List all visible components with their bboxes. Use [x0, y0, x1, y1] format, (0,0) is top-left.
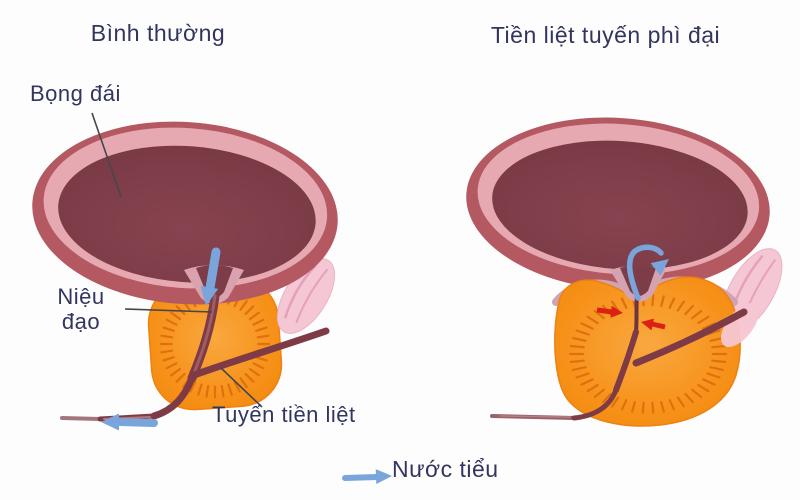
- bladder: [32, 121, 338, 305]
- prostate-gland-enlarged: [554, 276, 741, 427]
- prostate-label: Tuyến tiền liệt: [212, 402, 356, 427]
- urine-flow-out-arrow: [101, 413, 158, 431]
- ejaculatory-duct: [632, 308, 748, 367]
- urine-arrow-icon: [342, 469, 392, 485]
- urethra-pointer-line: [124, 308, 213, 313]
- prostate-ticks: [568, 294, 728, 414]
- seminal-vesicle-front: [720, 303, 760, 347]
- panel-title-normal: Bình thường: [90, 20, 226, 46]
- panel-title-enlarged: Tiền liệt tuyến phì đại: [490, 22, 721, 48]
- panel-normal: [32, 112, 338, 431]
- seminal-vesicle: [276, 258, 336, 334]
- bladder-pointer-line: [91, 112, 122, 198]
- prostate-pointer-line: [220, 367, 263, 408]
- urine-backflow-arrow: [626, 244, 669, 301]
- bladder: [466, 117, 770, 291]
- ejaculatory-duct: [190, 327, 330, 379]
- bladder-label: Bọng đái: [30, 81, 121, 106]
- compression-arrow-left: [596, 305, 623, 318]
- urine-flow-down-arrow: [200, 247, 221, 306]
- bladder-interior: [58, 145, 316, 283]
- compression-arrow-right: [641, 318, 666, 331]
- panel-enlarged: [466, 117, 783, 427]
- urine-legend-label: Nước tiểu: [392, 456, 499, 482]
- urethra-label: Niệu đạo: [57, 284, 105, 335]
- bladder-interior: [492, 140, 748, 270]
